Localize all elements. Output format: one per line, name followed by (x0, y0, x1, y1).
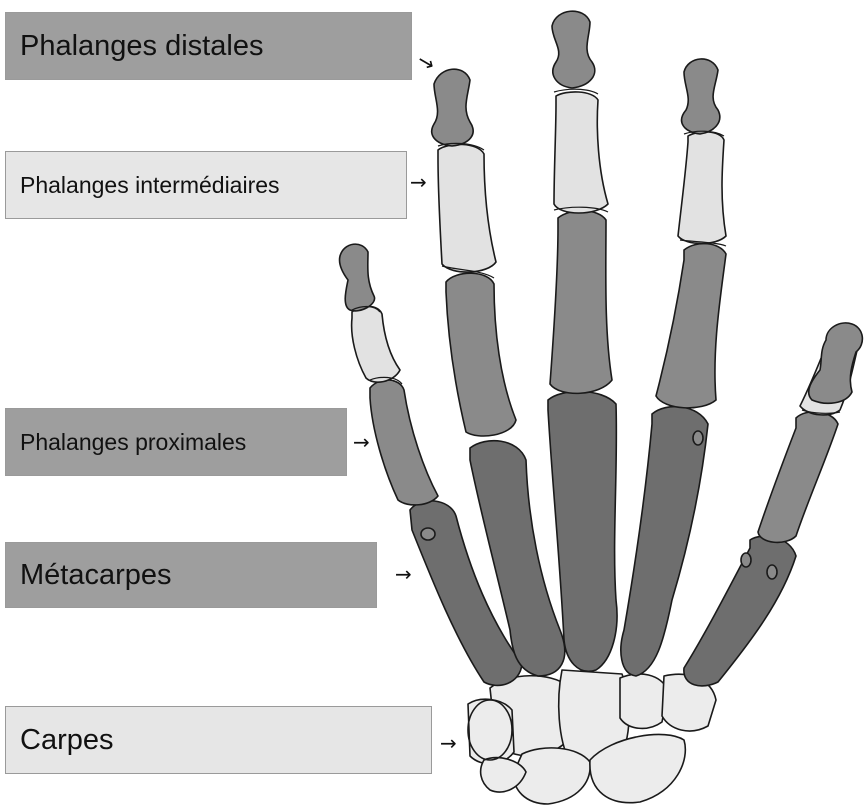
carpal-bones (468, 670, 716, 804)
metacarpal-bones (410, 391, 796, 685)
